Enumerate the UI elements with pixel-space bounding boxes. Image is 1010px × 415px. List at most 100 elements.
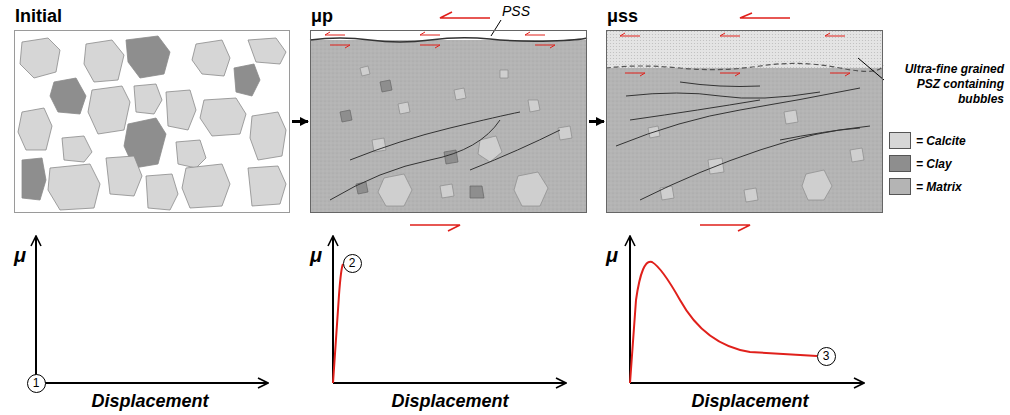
shear-arrow [740, 13, 790, 18]
gouge-matrix [350, 112, 520, 160]
shear-arrow [720, 33, 740, 36]
gouge-matrix [330, 112, 560, 200]
gouge-matrix [606, 30, 883, 68]
gouge-matrix [514, 172, 548, 206]
leader-line [491, 20, 501, 36]
axis-label: μ [310, 243, 322, 268]
structure-label: PSS [502, 3, 530, 21]
shear-arrow [525, 32, 545, 35]
axis-label: μ [14, 243, 26, 268]
shear-arrow [625, 73, 645, 76]
gouge-matrix [372, 138, 386, 152]
shear-arrow [410, 225, 460, 231]
gouge-matrix [744, 188, 758, 202]
grain-aggregate [20, 38, 60, 78]
grain-aggregate [248, 166, 286, 206]
graph-axes [35, 236, 37, 383]
gouge-matrix [470, 130, 560, 170]
leader-line [858, 58, 884, 80]
graph-axes [333, 382, 566, 384]
legend-entry: = Calcite [889, 132, 966, 149]
gouge-matrix [360, 66, 572, 206]
gouge-matrix [616, 82, 870, 200]
grain-aggregate [18, 36, 286, 210]
shear-arrow [325, 12, 850, 231]
gouge-matrix [340, 110, 352, 122]
grain-aggregate [126, 36, 170, 78]
gouge-matrix [802, 170, 832, 200]
gouge-matrix [310, 30, 587, 213]
shear-arrow [720, 73, 740, 76]
gouge-matrix [640, 128, 860, 200]
gouge-matrix [616, 88, 860, 146]
friction-curve [630, 262, 817, 383]
grain-aggregate [146, 174, 178, 210]
gouge-matrix [360, 66, 370, 76]
axis-label: μ [606, 243, 618, 268]
gouge-matrix [680, 82, 760, 87]
panel-title: Initial [15, 6, 62, 27]
stage-arrow [292, 120, 308, 123]
gouge-matrix [528, 100, 540, 112]
graph-axes [36, 236, 864, 383]
gouge-matrix [454, 88, 466, 100]
grain-aggregate [176, 140, 206, 168]
gouge-matrix [310, 38, 587, 42]
grain-aggregate [134, 84, 162, 114]
friction-curve [333, 264, 343, 383]
grain-aggregate [48, 164, 100, 210]
legend-text: = Calcite [916, 134, 966, 148]
panel-title: μp [311, 6, 333, 27]
shear-arrow [535, 45, 555, 48]
legend-text: = Matrix [916, 180, 962, 194]
shear-arrow [330, 45, 350, 48]
gouge-matrix [398, 102, 410, 114]
gouge-matrix [630, 100, 760, 120]
callout-text: 1 [33, 377, 40, 389]
callout-number: 2 [343, 254, 362, 273]
structure-label: Ultra-fine grained PSZ containing bubble… [887, 62, 1004, 107]
gouge-matrix [356, 182, 368, 194]
axis-label: Displacement [650, 390, 850, 413]
gouge-matrix [606, 63, 883, 71]
grain-aggregate [50, 78, 86, 114]
grain-aggregate [182, 164, 230, 208]
callout-number: 3 [817, 347, 836, 366]
gouge-matrix [500, 70, 508, 78]
grain-aggregate [166, 90, 196, 130]
shear-arrow [325, 32, 345, 35]
gouge-matrix [310, 30, 587, 213]
shear-arrow [700, 225, 750, 231]
grain-aggregate [18, 108, 52, 150]
stage-panel: μss [606, 30, 883, 213]
gouge-matrix [380, 80, 392, 92]
gouge-matrix [470, 186, 484, 198]
axis-label: Displacement [50, 390, 250, 413]
legend-entry: = Clay [889, 155, 952, 172]
grain-aggregate [88, 86, 130, 134]
shear-arrow [420, 32, 440, 35]
gouge-matrix [784, 110, 798, 124]
gouge-matrix [558, 126, 572, 140]
legend-swatch [889, 178, 911, 195]
legend-entry: = Matrix [889, 178, 962, 195]
gouge-matrix [330, 120, 500, 200]
graph-axes [630, 382, 864, 384]
grain-aggregate [106, 156, 142, 196]
gouge-matrix [626, 92, 820, 98]
panel-title: μss [607, 6, 638, 27]
shear-arrow [620, 33, 640, 36]
gouge-matrix [378, 174, 412, 206]
axis-label: Displacement [350, 390, 550, 413]
gouge-matrix [606, 30, 883, 213]
stage-panel: μp [310, 30, 587, 213]
callout-text: 2 [349, 257, 356, 269]
gouge-matrix [340, 80, 484, 198]
legend-swatch [889, 132, 911, 149]
legend-text: = Clay [916, 157, 952, 171]
shear-arrow [830, 73, 850, 76]
grain-aggregate [200, 98, 246, 136]
shear-arrow [440, 12, 490, 18]
friction-curve [333, 262, 817, 383]
